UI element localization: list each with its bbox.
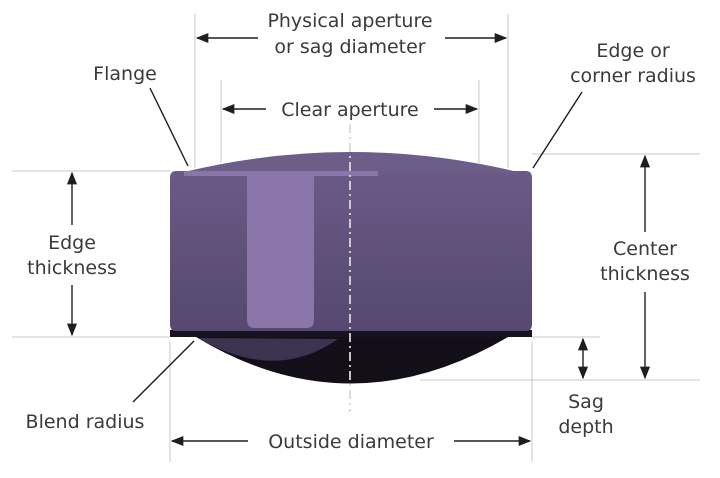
physical-aperture-label-line1: Physical aperture bbox=[267, 10, 432, 32]
edge-radius-label-line1: Edge or bbox=[596, 40, 669, 62]
sag-depth-label-line1: Sag bbox=[568, 391, 604, 413]
flange-label: Flange bbox=[93, 63, 157, 85]
lens-highlight-stem bbox=[247, 176, 314, 328]
labels: Physical aperture or sag diameter Clear … bbox=[26, 10, 696, 453]
blend-radius-leader bbox=[132, 340, 195, 403]
lens-highlight-bar bbox=[184, 171, 378, 176]
dimension-lines bbox=[66, 32, 651, 447]
edge-thickness-label-line2: thickness bbox=[27, 257, 117, 279]
sag-depth-label-line2: depth bbox=[558, 416, 613, 438]
blend-radius-label: Blend radius bbox=[26, 411, 145, 433]
lens-top-surface bbox=[184, 152, 518, 172]
extension-lines bbox=[12, 14, 700, 462]
physical-aperture-label-line2: or sag diameter bbox=[274, 36, 425, 58]
lens-bottom-sheen bbox=[198, 338, 338, 361]
edge-thickness-label-line1: Edge bbox=[48, 232, 96, 254]
center-thickness-label-line1: Center bbox=[613, 238, 677, 260]
lens bbox=[170, 152, 532, 384]
edge-radius-label-line2: corner radius bbox=[570, 65, 696, 87]
outside-diameter-label: Outside diameter bbox=[268, 431, 434, 453]
center-thickness-label-line2: thickness bbox=[600, 263, 690, 285]
clear-aperture-label: Clear aperture bbox=[281, 99, 419, 121]
edge-radius-leader bbox=[532, 91, 583, 169]
lens-body bbox=[170, 171, 532, 331]
leader-lines bbox=[132, 87, 583, 403]
flange-leader bbox=[149, 87, 189, 167]
lens-flat-rim bbox=[170, 330, 532, 337]
